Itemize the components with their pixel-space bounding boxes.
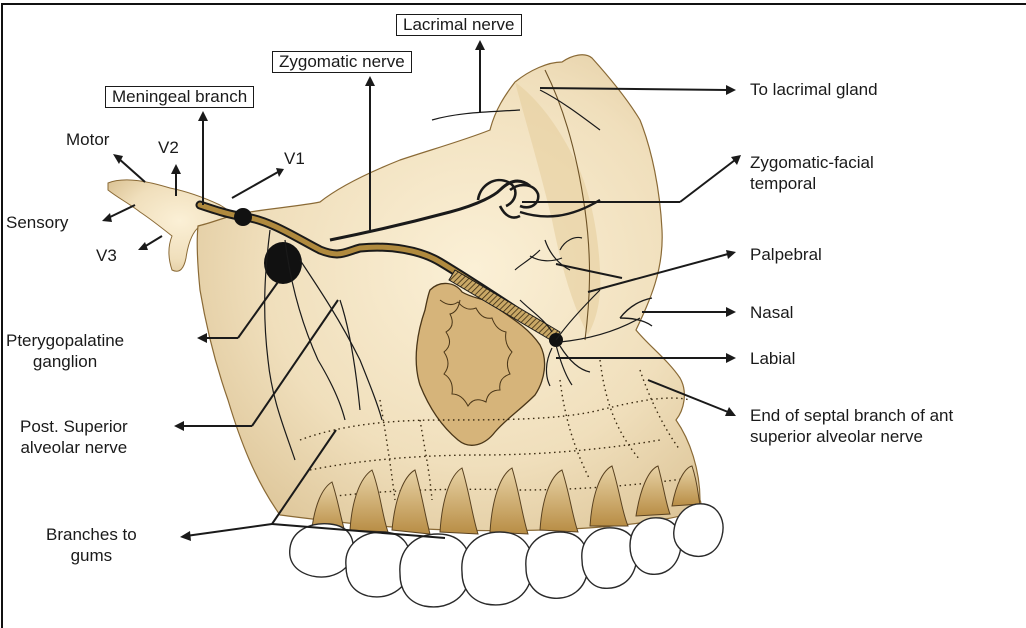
- pterygopalatine-line-2: ganglion: [6, 351, 124, 372]
- v3-label: V3: [96, 245, 117, 266]
- v1-label: V1: [284, 148, 305, 169]
- post-superior-line-2: alveolar nerve: [20, 437, 128, 458]
- pterygopalatine-ganglion-label: Pterygopalatine ganglion: [6, 330, 124, 372]
- nasal-label: Nasal: [750, 302, 793, 323]
- v2-label: V2: [158, 137, 179, 158]
- branches-to-gums-label: Branches to gums: [46, 524, 137, 566]
- post-superior-line-1: Post. Superior: [20, 416, 128, 437]
- end-of-septal-branch-label: End of septal branch of ant superior alv…: [750, 405, 953, 447]
- pterygopalatine-ganglion: [264, 242, 302, 284]
- zygomatic-facial-line-2: temporal: [750, 173, 874, 194]
- branches-line-2: gums: [46, 545, 137, 566]
- motor-label: Motor: [66, 129, 109, 150]
- meningeal-branch-label: Meningeal branch: [105, 86, 254, 108]
- palpebral-label: Palpebral: [750, 244, 822, 265]
- labial-label: Labial: [750, 348, 795, 369]
- zygomatic-facial-line-1: Zygomatic-facial: [750, 152, 874, 173]
- lacrimal-nerve-label: Lacrimal nerve: [396, 14, 522, 36]
- branches-line-1: Branches to: [46, 524, 137, 545]
- trigeminal-node: [234, 208, 252, 226]
- pterygopalatine-line-1: Pterygopalatine: [6, 330, 124, 351]
- zygomatic-nerve-label: Zygomatic nerve: [272, 51, 412, 73]
- end-of-septal-line-2: superior alveolar nerve: [750, 426, 953, 447]
- zygomatic-facial-temporal-label: Zygomatic-facial temporal: [750, 152, 874, 194]
- to-lacrimal-gland-label: To lacrimal gland: [750, 79, 878, 100]
- post-superior-alveolar-label: Post. Superior alveolar nerve: [20, 416, 128, 458]
- sensory-label: Sensory: [6, 212, 68, 233]
- end-of-septal-line-1: End of septal branch of ant: [750, 405, 953, 426]
